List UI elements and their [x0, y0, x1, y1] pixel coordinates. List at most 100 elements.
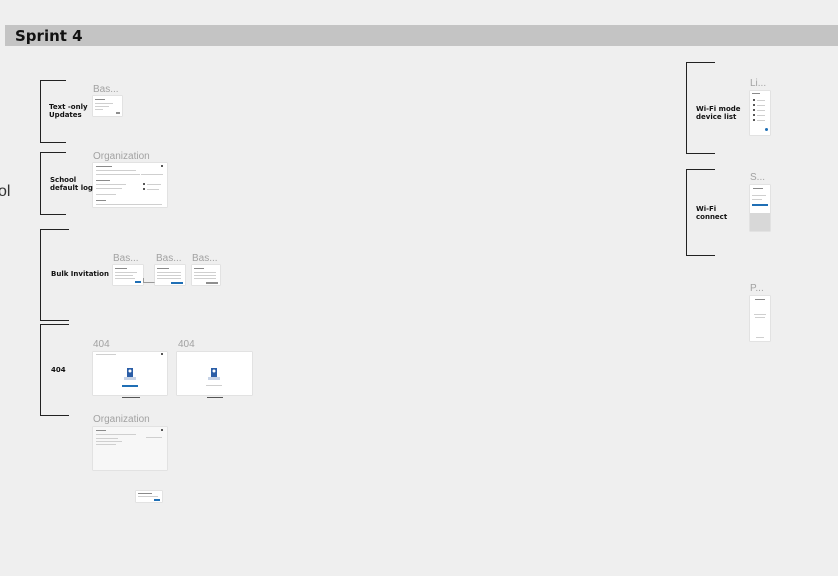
- section-label-line: connect: [696, 213, 728, 221]
- section-label-line: School: [50, 176, 77, 184]
- wireframe-text-line: [757, 100, 765, 101]
- frame-title-organization-1[interactable]: Organization: [93, 151, 150, 162]
- wireframe-text-line: [157, 268, 169, 269]
- frame-small-dialog[interactable]: [136, 491, 162, 502]
- frame-title-bulk-3[interactable]: Bas...: [192, 253, 218, 264]
- frame-title-bulk-1[interactable]: Bas...: [113, 253, 139, 264]
- wireframe-text-line: [95, 106, 109, 107]
- sprint-title: Sprint 4: [15, 27, 83, 45]
- section-label-line: Text -only: [49, 103, 88, 111]
- wireframe-text-line: [96, 444, 116, 445]
- offscreen-label-fragment: ol: [0, 183, 11, 200]
- wireframe-text-line: [96, 430, 106, 431]
- frame-wifi-connect[interactable]: [750, 185, 770, 231]
- frame-text-only-updates[interactable]: [93, 96, 122, 116]
- bracket-school-default-logo: [40, 152, 66, 215]
- frame-organization-list[interactable]: [93, 427, 167, 470]
- wireframe-button: [122, 385, 138, 387]
- wireframe-text-line: [115, 278, 135, 279]
- wireframe-dot: [753, 104, 755, 106]
- wireframe-text-line: [157, 278, 181, 279]
- wireframe-text-line: [96, 441, 122, 442]
- frame-title-404-1[interactable]: 404: [93, 339, 110, 350]
- wireframe-text-line: [95, 99, 105, 100]
- frame-wifi-device-list[interactable]: [750, 91, 770, 135]
- bracket-404: [40, 324, 69, 416]
- wireframe-text-line: [96, 166, 112, 167]
- wireframe-text-line: [96, 184, 126, 185]
- section-label-line: Updates: [49, 111, 82, 119]
- bracket-text-only-updates: [40, 80, 66, 143]
- wireframe-text-line: [96, 434, 136, 435]
- wireframe-text-line: [194, 268, 204, 269]
- wireframe-text-line: [96, 180, 110, 181]
- wireframe-text-line: [147, 189, 159, 190]
- wireframe-dot: [753, 114, 755, 116]
- wireframe-text-line: [756, 337, 764, 338]
- frame-title-text-only[interactable]: Bas...: [93, 84, 119, 95]
- section-label-school-default-logo: School default logo: [50, 176, 98, 192]
- frame-title-bulk-2[interactable]: Bas...: [156, 253, 182, 264]
- frame-title-wifi-connect[interactable]: S...: [750, 172, 766, 183]
- wireframe-dot: [753, 109, 755, 111]
- flow-connector: [143, 278, 156, 283]
- frame-bulk-invitation-3[interactable]: [192, 265, 220, 285]
- frame-title-phone[interactable]: P...: [750, 283, 764, 294]
- section-label-line: device list: [696, 113, 737, 121]
- wireframe-text-line: [755, 317, 765, 318]
- bracket-bulk-invitation: [40, 229, 69, 321]
- wireframe-text-line: [147, 184, 161, 185]
- wireframe-text-line: [95, 109, 103, 110]
- wireframe-button: [206, 282, 218, 284]
- frame-title-404-2[interactable]: 404: [178, 339, 195, 350]
- wireframe-text-line: [96, 438, 118, 439]
- wireframe-text-line: [96, 188, 122, 189]
- frame-bulk-invitation-1[interactable]: [113, 265, 143, 285]
- section-label-text-only-updates: Text -only Updates: [49, 103, 88, 119]
- section-label-wifi-mode: Wi-Fi mode device list: [696, 105, 741, 121]
- frame-phone-screen[interactable]: [750, 296, 770, 341]
- frame-title-wifi-list[interactable]: Li...: [750, 78, 767, 89]
- frame-bulk-invitation-2[interactable]: [155, 265, 185, 285]
- wireframe-text-line: [138, 496, 158, 497]
- wireframe-text-line: [96, 174, 140, 175]
- wireframe-dot: [161, 429, 163, 431]
- wireframe-button: [752, 204, 768, 206]
- wireframe-text-line: [757, 105, 765, 106]
- not-found-illustration-icon: [208, 368, 220, 380]
- wireframe-text-line: [752, 93, 760, 94]
- frame-organization-school-logo[interactable]: [93, 163, 167, 207]
- section-label-wifi-connect: Wi-Fi connect: [696, 205, 727, 221]
- wireframe-text-line: [754, 314, 766, 315]
- wireframe-text-line: [96, 204, 162, 205]
- wireframe-text-line: [96, 200, 106, 201]
- wireframe-dot: [161, 165, 163, 167]
- wireframe-dot: [143, 183, 145, 185]
- wireframe-text-line: [752, 199, 762, 200]
- wireframe-dot: [765, 128, 768, 131]
- section-label-line: Wi-Fi mode: [696, 105, 741, 113]
- wireframe-text-line: [194, 275, 216, 276]
- section-label-bulk-invitation: Bulk Invitation: [51, 270, 109, 278]
- wireframe-text-line: [157, 272, 181, 273]
- section-label-404: 404: [51, 366, 66, 374]
- frame-caption: [207, 397, 223, 398]
- wireframe-button: [116, 112, 120, 114]
- wireframe-text-line: [115, 268, 127, 269]
- section-label-line: default logo: [50, 184, 98, 192]
- not-found-illustration-icon: [124, 368, 136, 380]
- wireframe-text-line: [757, 110, 765, 111]
- wireframe-text-line: [757, 120, 765, 121]
- wireframe-text-line: [141, 174, 163, 175]
- frame-caption: [122, 397, 140, 398]
- wireframe-button: [154, 499, 160, 501]
- frame-404-with-nav[interactable]: [93, 352, 167, 395]
- wireframe-text-line: [206, 385, 222, 386]
- frame-404-plain[interactable]: [177, 352, 252, 395]
- wireframe-button: [135, 281, 141, 283]
- wireframe-dot: [143, 188, 145, 190]
- wireframe-text-line: [96, 354, 116, 355]
- frame-title-organization-2[interactable]: Organization: [93, 414, 150, 425]
- wireframe-button: [171, 282, 183, 284]
- wireframe-text-line: [194, 272, 216, 273]
